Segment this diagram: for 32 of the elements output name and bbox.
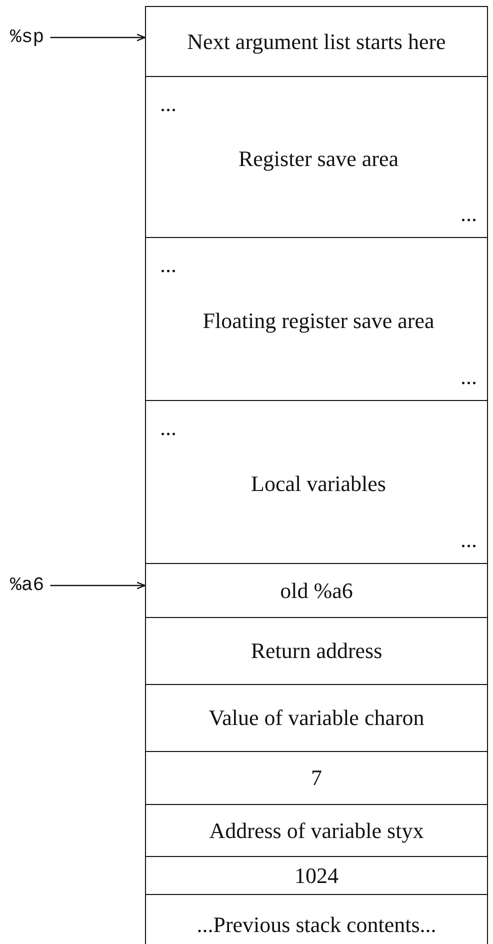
- stack-cell: [145, 856, 488, 894]
- cell-text: 1024: [294, 862, 338, 888]
- ellipsis-text: ...: [460, 201, 477, 227]
- ellipsis-text: ...: [460, 364, 477, 390]
- cell-text: Local variables: [251, 471, 386, 497]
- stack-cell: [145, 617, 488, 684]
- ellipsis-text: ...: [160, 415, 176, 441]
- stack-cell: [145, 751, 488, 804]
- ellipsis-text: ...: [460, 527, 477, 553]
- cell-text: ...Previous stack contents...: [196, 912, 436, 938]
- cell-text: Register save area: [238, 146, 399, 172]
- stack-cell: [145, 6, 488, 76]
- arrow: [50, 34, 146, 42]
- cell-text: Return address: [250, 638, 382, 664]
- ellipsis-text: ...: [160, 252, 176, 278]
- cell-text: old %a6: [280, 578, 353, 604]
- cell-text: Next argument list starts here: [187, 28, 446, 54]
- cell-text: Address of variable styx: [209, 818, 424, 844]
- stack-cell: [145, 237, 488, 400]
- cell-text: 7: [311, 765, 322, 791]
- register-label: %a6: [10, 576, 44, 595]
- cell-text: Value of variable charon: [208, 705, 424, 731]
- stack-cell: [145, 804, 488, 856]
- stack-cell: [145, 76, 488, 237]
- stack-cell: [145, 684, 488, 751]
- stack-cell: [145, 894, 488, 944]
- arrow: [50, 582, 146, 590]
- ellipsis-text: ...: [160, 91, 176, 117]
- register-label: %sp: [10, 28, 44, 47]
- stack-cell: [145, 400, 488, 563]
- stack-cell: [145, 563, 488, 617]
- cell-text: Floating register save area: [202, 308, 434, 334]
